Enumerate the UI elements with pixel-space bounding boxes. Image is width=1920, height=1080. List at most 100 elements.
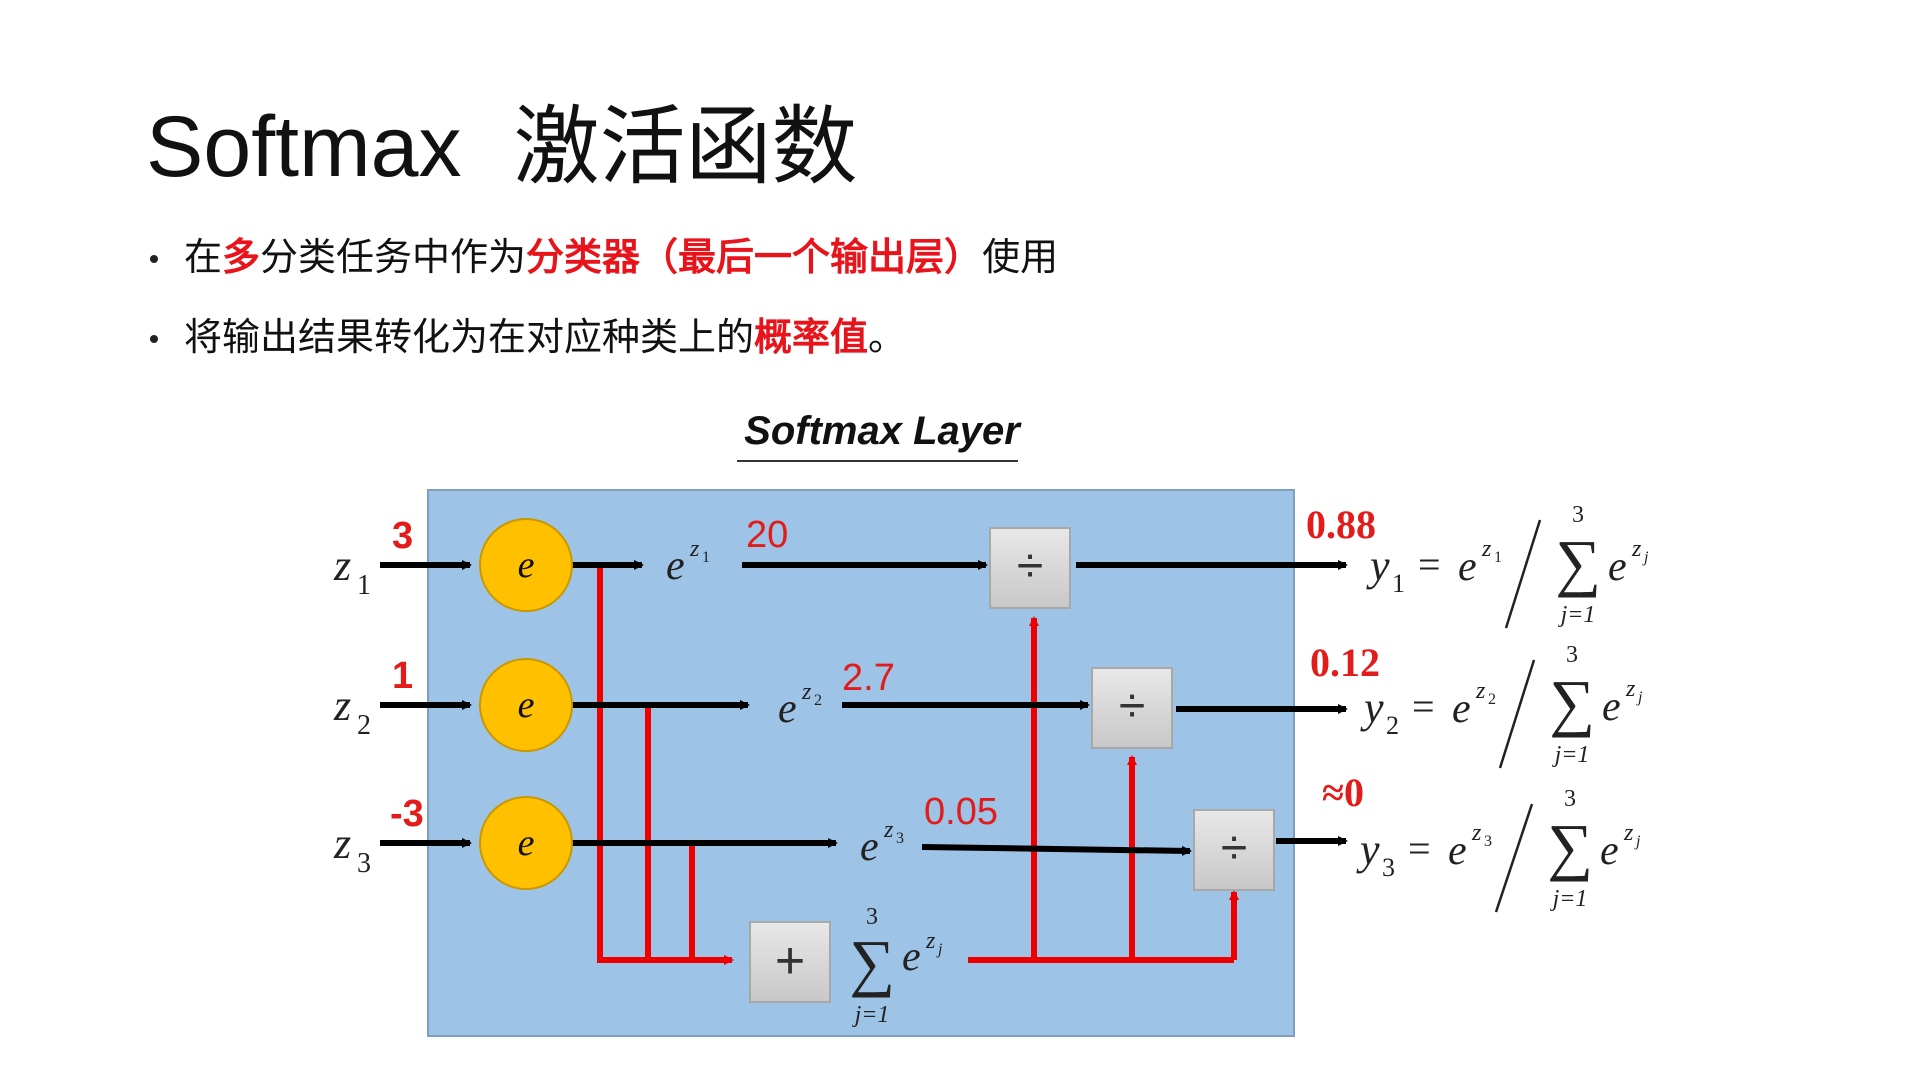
input-value-2: 1: [392, 655, 413, 697]
svg-text:j: j: [1634, 833, 1641, 850]
svg-text:j: j: [936, 941, 943, 958]
bullet-2-text-a: 将输出结果转化为在对应种类上的: [184, 315, 755, 359]
exp-label-1: z e z 1: [666, 536, 710, 589]
bullet-1-text-a: 在: [184, 235, 223, 279]
svg-text:j: j: [1636, 689, 1643, 706]
exp-node-1: e: [479, 518, 573, 612]
input-value-1: 3: [392, 515, 413, 557]
softmax-panel: [427, 489, 1295, 1037]
svg-text:e: e: [778, 686, 797, 732]
output-value-2: 0.12: [1310, 640, 1380, 685]
exp-label-3: e z 3: [860, 817, 904, 870]
svg-text:e: e: [1458, 544, 1477, 590]
svg-text:3: 3: [1572, 502, 1584, 528]
svg-text:e: e: [1448, 828, 1467, 874]
svg-text:3: 3: [1564, 786, 1576, 812]
svg-text:1: 1: [702, 549, 710, 566]
diagram-heading: Softmax Layer: [744, 409, 1022, 453]
svg-text:e: e: [860, 824, 879, 870]
svg-text:e: e: [902, 934, 921, 980]
bullet-item-2: 将输出结果转化为在对应种类上的概率值。: [146, 312, 1058, 362]
svg-text:∑: ∑: [1549, 667, 1595, 738]
exp-value-2: 2.7: [842, 657, 895, 699]
svg-text:z: z: [1471, 820, 1482, 846]
svg-text:3: 3: [1382, 853, 1395, 882]
bullet-1-text-b: 分类任务中作为: [260, 235, 527, 279]
svg-text:j=1: j=1: [1550, 886, 1588, 912]
svg-text:∑: ∑: [849, 927, 895, 998]
output-value-1: 0.88: [1306, 502, 1376, 547]
svg-text:e: e: [518, 544, 535, 586]
svg-text:3: 3: [357, 848, 371, 879]
svg-text:z: z: [1631, 536, 1642, 562]
svg-text:3: 3: [1484, 833, 1492, 850]
exp-label-2: e z 2: [778, 679, 822, 732]
output-formula-2: y 2 = e z 2 3 ∑ j=1 e z j: [1360, 642, 1643, 769]
svg-text:z: z: [333, 541, 351, 590]
divide-box-3: ÷: [1193, 809, 1275, 891]
svg-text:e: e: [518, 684, 535, 726]
svg-text:j: j: [1642, 549, 1649, 566]
input-value-3: -3: [390, 793, 424, 835]
svg-text:÷: ÷: [1119, 680, 1145, 733]
svg-text:e: e: [1452, 686, 1471, 732]
slide-title-chinese: 激活函数: [513, 99, 858, 195]
exp-node-2: e: [479, 658, 573, 752]
slide-title-english: Softmax: [146, 99, 462, 195]
svg-text:+: +: [775, 932, 805, 990]
svg-text:3: 3: [866, 904, 878, 930]
svg-text:∑: ∑: [1555, 527, 1601, 598]
bullet-list: 在多分类任务中作为分类器（最后一个输出层）使用 将输出结果转化为在对应种类上的概…: [146, 232, 1058, 392]
svg-text:2: 2: [357, 710, 371, 741]
exp-node-3: e: [479, 796, 573, 890]
sum-box: +: [749, 921, 831, 1003]
svg-text:2: 2: [1488, 691, 1496, 708]
bullet-item-1: 在多分类任务中作为分类器（最后一个输出层）使用: [146, 232, 1058, 282]
sum-wires: [597, 565, 1239, 965]
divide-box-1: ÷: [989, 527, 1071, 609]
svg-text:z: z: [1625, 676, 1636, 702]
svg-text:j=1: j=1: [1552, 742, 1590, 768]
slide-title: Softmax 激活函数: [146, 76, 857, 201]
svg-text:z: z: [883, 817, 894, 843]
svg-text:e: e: [1608, 544, 1627, 590]
svg-text:=: =: [1412, 684, 1435, 729]
svg-text:y: y: [1366, 541, 1390, 590]
svg-text:z: z: [1623, 820, 1634, 846]
bullet-1-highlight-classifier: 分类器（最后一个输出层）: [526, 235, 983, 279]
svg-text:z: z: [333, 681, 351, 730]
svg-text:2: 2: [1386, 711, 1399, 740]
svg-text:z: z: [925, 928, 936, 954]
svg-text:e: e: [1600, 828, 1619, 874]
svg-text:z: z: [801, 679, 812, 705]
svg-text:z: z: [1475, 678, 1486, 704]
svg-text:2: 2: [814, 692, 822, 709]
svg-text:=: =: [1408, 826, 1431, 871]
svg-text:1: 1: [357, 570, 371, 601]
svg-text:y: y: [1356, 825, 1380, 874]
input-label-3: z 3: [333, 819, 371, 879]
svg-text:e: e: [666, 543, 685, 589]
svg-text:∑: ∑: [1547, 811, 1593, 882]
bullet-2-highlight-probability: 概率值: [754, 315, 869, 359]
svg-text:1: 1: [1494, 549, 1502, 566]
svg-text:3: 3: [896, 830, 904, 847]
svg-text:y: y: [1360, 683, 1384, 732]
divide-box-2: ÷: [1091, 667, 1173, 749]
svg-text:z: z: [1481, 536, 1492, 562]
svg-text:z: z: [689, 536, 700, 562]
input-label-1: z 1: [333, 541, 371, 601]
svg-text:e: e: [518, 822, 535, 864]
bullet-2-text-b: 。: [868, 315, 907, 359]
exp-value-1: 20: [746, 514, 788, 556]
svg-text:1: 1: [1392, 569, 1405, 598]
output-formula-1: y 1 = e z 1 3 ∑ j=1 e z j: [1366, 502, 1649, 629]
svg-text:j=1: j=1: [852, 1002, 890, 1028]
svg-text:=: =: [1418, 542, 1441, 587]
output-value-3: ≈0: [1322, 770, 1364, 815]
exp-value-3: 0.05: [924, 791, 998, 833]
svg-text:e: e: [1602, 684, 1621, 730]
output-formula-3: y 3 = e z 3 3 ∑ j=1 e z j: [1356, 786, 1641, 913]
bullet-1-text-c: 使用: [982, 235, 1059, 279]
